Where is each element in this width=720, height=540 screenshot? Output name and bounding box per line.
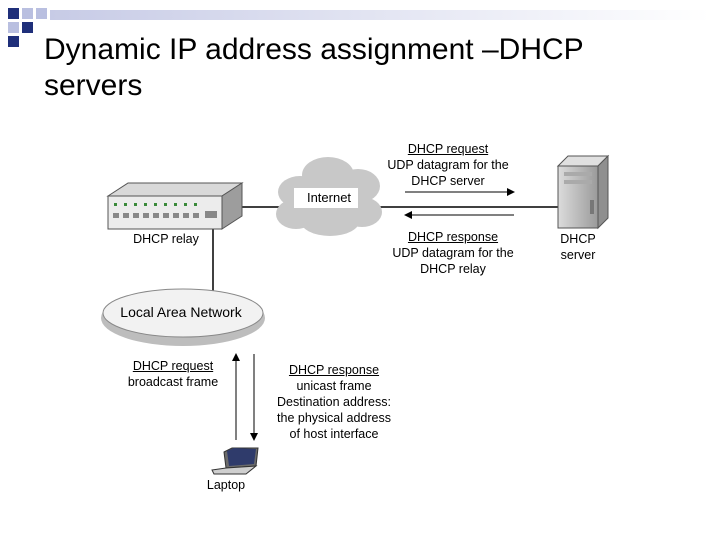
laptop-label: Laptop [206, 478, 246, 492]
slide-title-line1: Dynamic IP address assignment –DHCP [44, 33, 584, 66]
corner-square-dark [8, 8, 19, 19]
laptop-device [211, 447, 259, 475]
slide-title-line2: servers [44, 69, 143, 102]
top-request-line1: DHCP request [407, 142, 489, 156]
internet-cloud [276, 157, 382, 236]
server-label-line1: DHCP [560, 232, 596, 246]
bottom-response-line5: of host interface [289, 427, 379, 441]
corner-square-dark [8, 36, 19, 47]
top-request-text: DHCP request UDP datagram for the DHCP s… [378, 141, 518, 189]
bottom-response-line2: unicast frame [296, 379, 372, 393]
bottom-response-line4: the physical address [277, 411, 391, 425]
corner-square-light [8, 22, 19, 33]
slide-title: Dynamic IP address assignment –DHCP serv… [44, 32, 684, 104]
internet-label: Internet [306, 190, 352, 205]
top-response-line2: UDP datagram for the [392, 246, 514, 260]
bottom-request-line2: broadcast frame [127, 375, 219, 389]
top-request-line2: UDP datagram for the [387, 158, 509, 172]
bottom-request-line1: DHCP request [132, 359, 214, 373]
server-label-line2: server [560, 248, 596, 262]
top-request-line3: DHCP server [411, 174, 485, 188]
dhcp-server-device [556, 154, 610, 230]
bottom-response-line1: DHCP response [288, 363, 380, 377]
server-label: DHCP server [548, 231, 608, 263]
bottom-response-text: DHCP response unicast frame Destination … [266, 362, 402, 442]
bottom-request-text: DHCP request broadcast frame [118, 358, 228, 390]
corner-square-light [36, 8, 47, 19]
top-response-text: DHCP response UDP datagram for the DHCP … [383, 229, 523, 277]
corner-square-dark [22, 22, 33, 33]
lan-ellipse [101, 288, 265, 346]
relay-ports [113, 211, 217, 218]
top-response-line3: DHCP relay [420, 262, 486, 276]
bottom-response-line3: Destination address: [277, 395, 391, 409]
corner-square-light [22, 8, 33, 19]
lan-label: Local Area Network [120, 304, 242, 320]
relay-label: DHCP relay [133, 232, 199, 246]
dhcp-relay-device [106, 182, 244, 230]
top-response-line1: DHCP response [407, 230, 499, 244]
top-accent-bar [50, 10, 710, 20]
relay-leds [114, 203, 197, 206]
